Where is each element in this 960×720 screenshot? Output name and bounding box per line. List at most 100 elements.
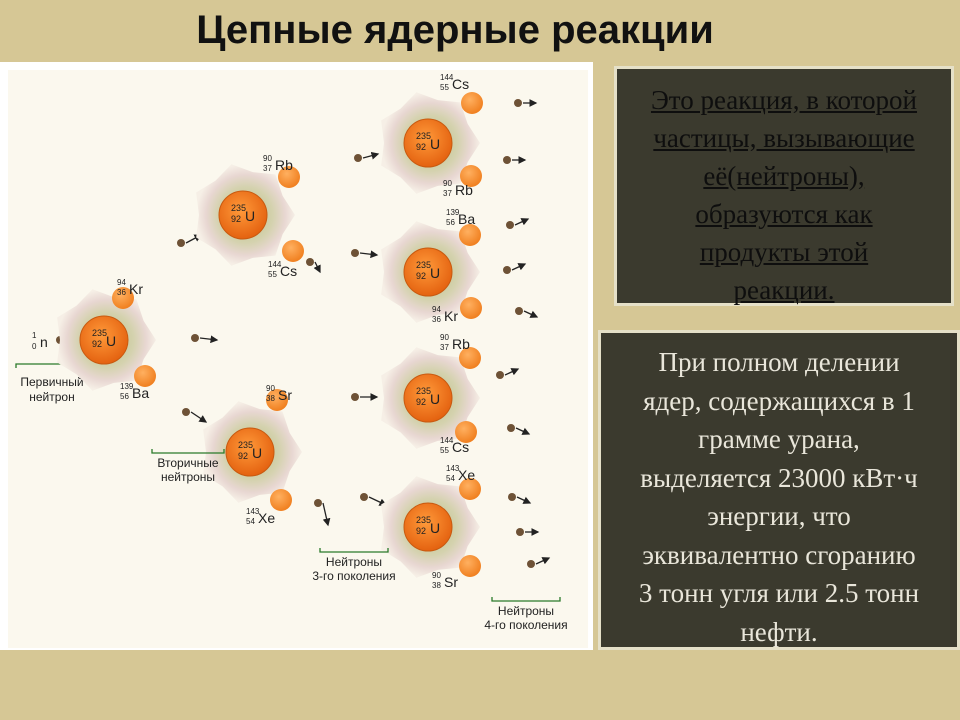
fragment-charge: 36 xyxy=(117,288,126,297)
fragment-symbol: Kr xyxy=(129,281,143,297)
info-line: При полном делении xyxy=(607,343,951,382)
neutron xyxy=(351,249,359,257)
fragment-symbol: Ba xyxy=(458,211,475,227)
neutron xyxy=(503,266,511,274)
fragment-charge: 55 xyxy=(440,446,449,455)
definition-line: Это реакция, в которой xyxy=(651,85,917,115)
uranium-mass: 235 xyxy=(416,386,431,396)
uranium-charge: 92 xyxy=(231,214,241,224)
slide-title: Цепные ядерные реакции xyxy=(0,8,910,53)
definition-panel: Это реакция, в которой частицы, вызывающ… xyxy=(617,69,951,303)
neutron xyxy=(508,493,516,501)
fragment-mass: 90 xyxy=(440,333,449,342)
chain-reaction-diagram: 10nПервичныйнейтрон23592U9436Kr13956Ba23… xyxy=(0,62,593,650)
uranium-symbol: U xyxy=(430,391,440,407)
uranium-charge: 92 xyxy=(416,142,426,152)
neutron xyxy=(527,560,535,568)
info-line: эквивалентно сгоранию xyxy=(607,536,951,575)
uranium-nucleus xyxy=(80,316,128,364)
fragment-charge: 54 xyxy=(446,474,455,483)
fragment-symbol: Sr xyxy=(444,574,458,590)
uranium-symbol: U xyxy=(106,333,116,349)
info-line: выделяется 23000 кВт·ч xyxy=(607,459,951,498)
fragment-mass: 90 xyxy=(432,571,441,580)
uranium-symbol: U xyxy=(245,208,255,224)
neutron xyxy=(503,156,511,164)
energy-info-text: При полном делении ядер, содержащихся в … xyxy=(607,343,951,651)
fragment-symbol: Rb xyxy=(275,157,293,173)
fragment-charge: 38 xyxy=(266,394,275,403)
caption-line: Нейтроны xyxy=(498,604,554,618)
uranium-charge: 92 xyxy=(238,451,248,461)
caption-line: Вторичные xyxy=(157,456,219,470)
uranium-charge: 92 xyxy=(416,526,426,536)
neutron xyxy=(496,371,504,379)
fragment-charge: 55 xyxy=(268,270,277,279)
fragment-symbol: Rb xyxy=(452,336,470,352)
fragment-symbol: Xe xyxy=(458,467,475,483)
uranium-nucleus xyxy=(404,119,452,167)
uranium-mass: 235 xyxy=(416,515,431,525)
fragment-mass: 90 xyxy=(263,154,272,163)
neutron xyxy=(306,258,314,266)
neutron xyxy=(182,408,190,416)
neutron xyxy=(314,499,322,507)
fragment-nucleus xyxy=(270,489,292,511)
fragment-symbol: Kr xyxy=(444,308,458,324)
fragment-charge: 36 xyxy=(432,315,441,324)
caption-line: 3-го поколения xyxy=(312,569,395,583)
info-line: энергии, что xyxy=(607,497,951,536)
info-line: нефти. xyxy=(607,613,951,652)
fragment-mass: 90 xyxy=(443,179,452,188)
uranium-charge: 92 xyxy=(416,397,426,407)
neutron xyxy=(516,528,524,536)
caption-line: нейтрон xyxy=(29,390,74,404)
caption-line: нейтроны xyxy=(161,470,215,484)
fragment-nucleus xyxy=(460,297,482,319)
info-line: ядер, содержащихся в 1 xyxy=(607,382,951,421)
neutron-symbol: n xyxy=(40,334,48,350)
uranium-nucleus xyxy=(404,374,452,422)
fragment-nucleus xyxy=(461,92,483,114)
fragment-symbol: Rb xyxy=(455,182,473,198)
uranium-mass: 235 xyxy=(238,440,253,450)
info-line: 3 тонн угля или 2.5 тонн xyxy=(607,574,951,613)
uranium-charge: 92 xyxy=(416,271,426,281)
uranium-mass: 235 xyxy=(416,131,431,141)
neutron xyxy=(515,307,523,315)
uranium-nucleus xyxy=(404,248,452,296)
fragment-symbol: Sr xyxy=(278,387,292,403)
uranium-symbol: U xyxy=(252,445,262,461)
fragment-nucleus xyxy=(459,224,481,246)
fragment-charge: 56 xyxy=(446,218,455,227)
uranium-charge: 92 xyxy=(92,339,102,349)
fragment-mass: 90 xyxy=(266,384,275,393)
neutron-charge: 0 xyxy=(32,342,37,351)
uranium-mass: 235 xyxy=(92,328,107,338)
definition-box: Это реакция, в которой частицы, вызывающ… xyxy=(614,66,954,306)
neutron xyxy=(354,154,362,162)
definition-text: Это реакция, в которой частицы, вызывающ… xyxy=(625,81,943,309)
uranium-mass: 235 xyxy=(416,260,431,270)
fragment-charge: 54 xyxy=(246,517,255,526)
neutron xyxy=(514,99,522,107)
fragment-symbol: Xe xyxy=(258,510,275,526)
uranium-symbol: U xyxy=(430,265,440,281)
fragment-charge: 56 xyxy=(120,392,129,401)
definition-line: частицы, вызывающие xyxy=(653,123,914,153)
neutron xyxy=(177,239,185,247)
neutron xyxy=(191,334,199,342)
fragment-nucleus xyxy=(282,240,304,262)
fragment-nucleus xyxy=(134,365,156,387)
energy-info-panel: При полном делении ядер, содержащихся в … xyxy=(601,333,957,647)
definition-line: образуются как xyxy=(695,199,872,229)
neutron xyxy=(507,424,515,432)
fragment-mass: 94 xyxy=(432,305,441,314)
energy-info-box: При полном делении ядер, содержащихся в … xyxy=(598,330,960,650)
caption-line: Первичный xyxy=(20,375,83,389)
definition-line: её(нейтроны), xyxy=(703,161,864,191)
neutron xyxy=(360,493,368,501)
neutron xyxy=(351,393,359,401)
uranium-symbol: U xyxy=(430,136,440,152)
